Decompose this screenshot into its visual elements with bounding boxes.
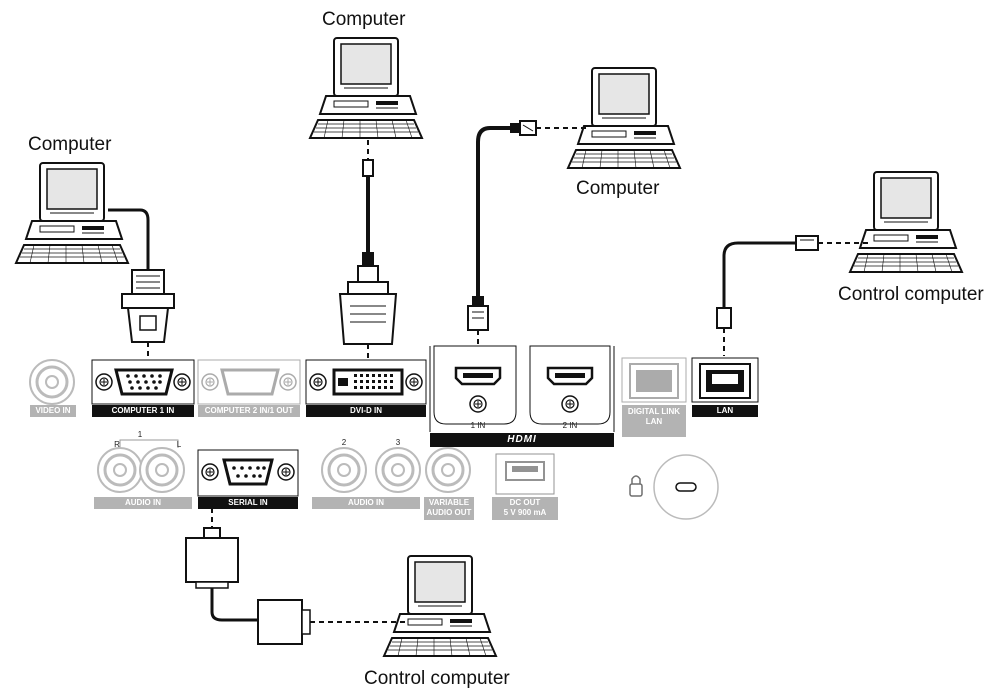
lan-cable (716, 235, 868, 356)
computer2-in-label: COMPUTER 2 IN/1 OUT (198, 405, 300, 417)
audio-in-r-label: R (114, 440, 120, 449)
dc-out-label: DC OUT 5 V 900 mA (492, 497, 558, 520)
audio-in-2-number: 2 (341, 438, 347, 447)
computer-caption-2: Computer (28, 134, 112, 155)
control-computer-caption-2: Control computer (364, 668, 510, 689)
hdmi-panel (429, 345, 615, 432)
audio-in-l-label: L (176, 440, 182, 449)
variable-audio-out-port[interactable] (424, 446, 472, 494)
hdmi-2-in-label: 2 IN (562, 421, 578, 430)
computer-icon-5 (383, 555, 497, 657)
lock-icon (629, 475, 643, 497)
digital-link-label: DIGITAL LINK LAN (622, 405, 686, 437)
variable-audio-out-line2: AUDIO OUT (426, 508, 472, 517)
serial-in-port[interactable] (197, 449, 299, 497)
computer-caption-1: Computer (322, 9, 406, 30)
audio-in-23-ports[interactable] (320, 446, 422, 494)
audio-in-1-ports[interactable] (96, 439, 186, 494)
dvi-d-in-port[interactable] (305, 359, 427, 405)
dc-out-port[interactable] (495, 453, 555, 495)
vga-cable (108, 208, 175, 368)
computer-icon-2 (309, 37, 423, 139)
hdmi-cable (467, 120, 588, 368)
dc-out-line2: 5 V 900 mA (503, 508, 547, 517)
digital-link-port[interactable] (621, 357, 687, 403)
video-in-port[interactable] (28, 358, 76, 406)
serial-in-label: SERIAL IN (198, 497, 298, 509)
computer1-in-label: COMPUTER 1 IN (92, 405, 194, 417)
dc-out-line1: DC OUT (509, 498, 541, 507)
audio-in-1-label: AUDIO IN (94, 497, 192, 509)
computer2-in-port[interactable] (197, 359, 301, 405)
variable-audio-out-label: VARIABLE AUDIO OUT (424, 497, 474, 520)
computer-icon-4 (849, 171, 963, 273)
computer-icon-3 (567, 67, 681, 169)
serial-cable (185, 490, 408, 645)
video-in-label: VIDEO IN (30, 405, 76, 417)
hdmi-1-in-label: 1 IN (470, 421, 486, 430)
computer1-in-port[interactable] (91, 359, 195, 405)
digital-link-label-line1: DIGITAL LINK (627, 407, 681, 416)
hdmi-logo: HDMI (430, 433, 614, 447)
audio-in-1-number: 1 (137, 430, 143, 439)
dvi-cable (338, 140, 398, 372)
lan-port[interactable] (691, 357, 759, 403)
lan-label: LAN (692, 405, 758, 417)
dvi-d-in-label: DVI-D IN (306, 405, 426, 417)
security-slot (653, 454, 719, 520)
audio-in-23-label: AUDIO IN (312, 497, 420, 509)
control-computer-caption-1: Control computer (838, 284, 984, 305)
digital-link-label-line2: LAN (645, 417, 663, 426)
variable-audio-out-line1: VARIABLE (428, 498, 470, 507)
audio-in-3-number: 3 (395, 438, 401, 447)
computer-caption-3: Computer (576, 178, 660, 199)
computer-icon-1 (15, 162, 129, 264)
